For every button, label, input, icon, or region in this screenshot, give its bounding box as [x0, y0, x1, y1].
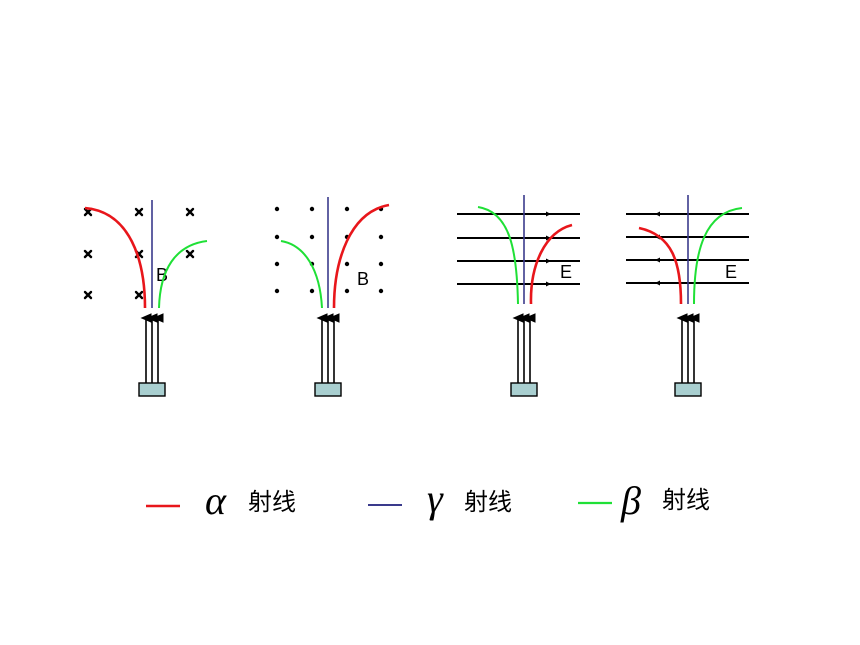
emitted-rays	[140, 313, 164, 383]
legend-text-gamma: 射线	[464, 488, 512, 516]
panel-electric-right: E	[457, 195, 580, 397]
beta-ray-path	[693, 207, 743, 305]
legend-text-alpha: 射线	[248, 488, 296, 516]
field-direction-arrows	[546, 211, 551, 287]
beta-ray-path	[280, 240, 323, 309]
field-label: E	[560, 262, 572, 282]
alpha-ray-path	[529, 223, 573, 305]
legend-symbol-gamma: γ	[427, 476, 444, 521]
legend: α 射线 γ 射线 β 射线	[146, 476, 710, 523]
alpha-ray-path	[84, 206, 147, 309]
alpha-ray-path	[332, 203, 390, 309]
radioactive-source	[674, 382, 702, 397]
field-direction-arrows	[655, 211, 660, 286]
panel-magnetic-out-of-page: B	[274, 197, 390, 397]
field-label: B	[357, 269, 369, 289]
legend-symbol-alpha: α	[205, 478, 227, 523]
legend-text-beta: 射线	[662, 486, 710, 514]
panel-magnetic-into-page: B	[83, 200, 208, 397]
alpha-ray-path	[638, 226, 683, 305]
field-label: B	[156, 265, 168, 285]
field-label: E	[725, 262, 737, 282]
legend-item-gamma: γ 射线	[368, 476, 512, 521]
beta-ray-path	[158, 240, 208, 309]
emitted-rays	[316, 313, 340, 383]
field-crosses	[83, 207, 195, 300]
panel-electric-left: E	[626, 195, 749, 397]
legend-item-alpha: α 射线	[146, 478, 296, 523]
legend-item-beta: β 射线	[578, 478, 710, 523]
field-lines	[457, 213, 580, 285]
legend-symbol-beta: β	[620, 478, 641, 523]
emitted-rays	[512, 313, 536, 383]
emitted-rays	[676, 313, 700, 383]
radioactive-source	[510, 382, 538, 397]
radioactive-source	[138, 382, 166, 397]
beta-ray-path	[477, 206, 519, 305]
radioactive-source	[314, 382, 342, 397]
